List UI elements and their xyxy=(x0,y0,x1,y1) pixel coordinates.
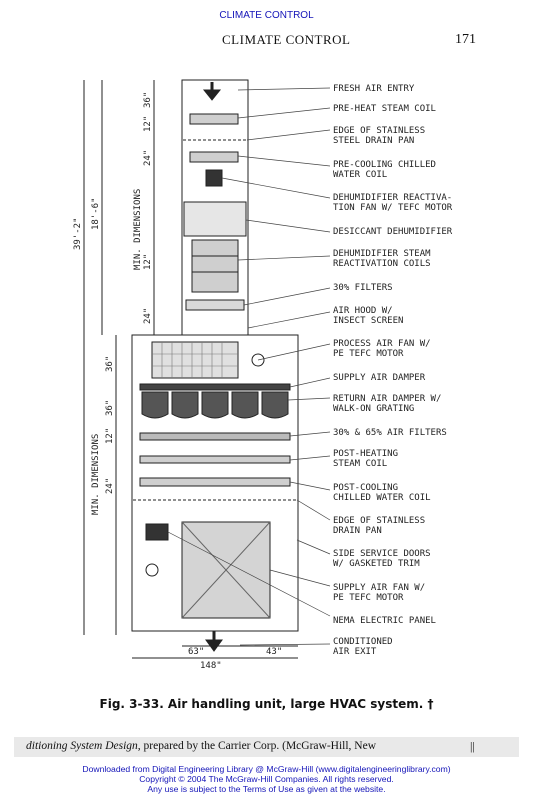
label-air-filters: 30% & 65% AIR FILTERS xyxy=(333,428,447,438)
label-air-hood-1: AIR HOOD W/ xyxy=(333,306,393,316)
label-return-damper-2: WALK-ON GRATING xyxy=(333,404,414,414)
label-edge-drain-2: DRAIN PAN xyxy=(333,526,382,536)
download-line-2: Copyright © 2004 The McGraw-Hill Compani… xyxy=(139,774,394,784)
label-return-damper-1: RETURN AIR DAMPER W/ xyxy=(333,394,441,404)
label-edge-stainless-2: STEEL DRAIN PAN xyxy=(333,136,414,146)
label-process-fan-1: PROCESS AIR FAN W/ xyxy=(333,339,431,349)
label-side-doors-1: SIDE SERVICE DOORS xyxy=(333,549,431,559)
desiccant-dehumidifier xyxy=(183,201,247,237)
pre-heat-coil xyxy=(189,113,239,125)
air-filters xyxy=(139,432,291,441)
process-fan-motor xyxy=(251,353,265,367)
label-filters: 30% FILTERS xyxy=(333,283,393,293)
supply-air-damper xyxy=(139,383,291,391)
process-fan xyxy=(151,341,239,379)
figure-labels: FRESH AIR ENTRY PRE-HEAT STEAM COIL EDGE… xyxy=(333,84,453,657)
thirty-percent-filters xyxy=(185,299,245,311)
air-handling-unit-figure: FRESH AIR ENTRY PRE-HEAT STEAM COIL EDGE… xyxy=(73,79,453,670)
label-supply-fan-2: PE TEFC MOTOR xyxy=(333,593,404,603)
dim-63: 63" xyxy=(188,647,204,657)
label-side-doors-2: W/ GASKETED TRIM xyxy=(333,559,420,569)
label-steam-1: DEHUMIDIFIER STEAM xyxy=(333,249,431,259)
footer-band xyxy=(14,737,519,757)
figure-dimensions: 39'-2" 18'-6" MIN. DIMENSIONS 36" 12" 24… xyxy=(73,92,282,670)
dim-12b: 12" xyxy=(143,254,153,270)
dim-24c: 24" xyxy=(105,478,115,494)
footer-citation: ditioning System Design, prepared by the… xyxy=(26,740,376,752)
label-desiccant: DESICCANT DEHUMIDIFIER xyxy=(333,227,453,237)
dim-min-upper: MIN. DIMENSIONS xyxy=(133,189,143,270)
footer-citation-italic: ditioning System Design, xyxy=(26,740,141,752)
label-reactivation-fan-2: TION FAN W/ TEFC MOTOR xyxy=(333,203,453,213)
label-edge-drain-1: EDGE OF STAINLESS xyxy=(333,516,425,526)
label-post-heating-1: POST-HEATING xyxy=(333,449,398,459)
label-nema-panel: NEMA ELECTRIC PANEL xyxy=(333,616,436,626)
post-heating-coil xyxy=(139,455,291,464)
label-steam-2: REACTIVATION COILS xyxy=(333,259,431,269)
dim-min-lower: MIN. DIMENSIONS xyxy=(91,434,101,515)
label-conditioned-1: CONDITIONED xyxy=(333,637,393,647)
dim-36c: 36" xyxy=(105,400,115,416)
label-post-cooling-1: POST-COOLING xyxy=(333,483,398,493)
figure-caption: Fig. 3-33. Air handling unit, large HVAC… xyxy=(99,697,434,711)
dim-12c: 12" xyxy=(105,428,115,444)
nema-electric-panel xyxy=(145,523,169,541)
label-post-cooling-2: CHILLED WATER COIL xyxy=(333,493,431,503)
label-pre-cooling-1: PRE-COOLING CHILLED xyxy=(333,160,436,170)
dim-overall: 39'-2" xyxy=(73,217,83,250)
dim-24a: 24" xyxy=(143,150,153,166)
return-air-damper xyxy=(141,391,289,419)
conditioned-air-arrow-icon xyxy=(205,631,223,652)
reactivation-fan xyxy=(205,169,223,187)
label-reactivation-fan-1: DEHUMIDIFIER REACTIVA- xyxy=(333,193,452,203)
download-line-3: Any use is subject to the Terms of Use a… xyxy=(147,784,386,794)
footer-bar-mark: || xyxy=(470,739,475,753)
reactivation-coils xyxy=(191,239,239,293)
label-edge-stainless-1: EDGE OF STAINLESS xyxy=(333,126,425,136)
download-header-link[interactable]: CLIMATE CONTROL xyxy=(219,10,314,21)
label-supply-damper: SUPPLY AIR DAMPER xyxy=(333,373,426,383)
label-post-heating-2: STEAM COIL xyxy=(333,459,387,469)
pre-cooling-coil xyxy=(189,151,239,163)
label-process-fan-2: PE TEFC MOTOR xyxy=(333,349,404,359)
footer-citation-rest: prepared by the Carrier Corp. (McGraw-Hi… xyxy=(140,740,377,752)
label-air-hood-2: INSECT SCREEN xyxy=(333,316,403,326)
dim-24b: 24" xyxy=(143,308,153,324)
dim-upper: 18'-6" xyxy=(91,197,101,230)
download-line-1[interactable]: Downloaded from Digital Engineering Libr… xyxy=(82,764,451,774)
label-fresh-air-entry: FRESH AIR ENTRY xyxy=(333,84,415,94)
dim-36b: 36" xyxy=(105,356,115,372)
running-title: CLIMATE CONTROL xyxy=(222,32,351,47)
label-pre-cooling-2: WATER COIL xyxy=(333,170,387,180)
fresh-air-arrow-icon xyxy=(202,82,222,101)
dim-36a: 36" xyxy=(143,92,153,108)
dim-43: 43" xyxy=(266,647,282,657)
dim-12a: 12" xyxy=(143,116,153,132)
post-cooling-coil xyxy=(139,477,291,487)
label-pre-heat: PRE-HEAT STEAM COIL xyxy=(333,104,436,114)
label-supply-fan-1: SUPPLY AIR FAN W/ xyxy=(333,583,425,593)
dim-148: 148" xyxy=(200,661,222,670)
label-conditioned-2: AIR EXIT xyxy=(333,647,377,657)
page-number: 171 xyxy=(455,32,476,47)
